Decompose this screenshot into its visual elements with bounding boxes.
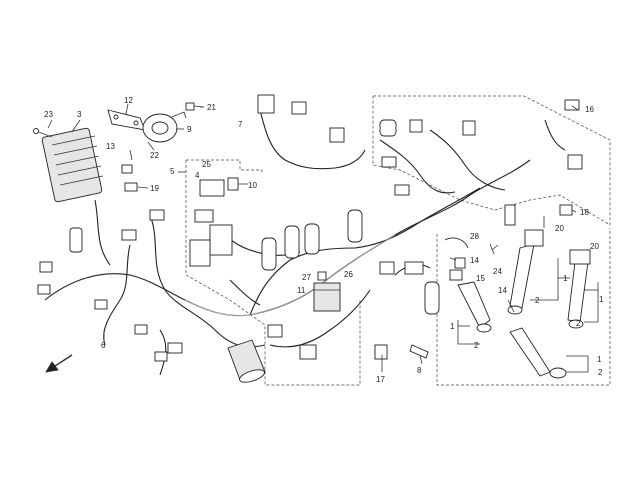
relay-box-25 bbox=[189, 177, 239, 267]
callout-9: 9 bbox=[187, 125, 192, 134]
callout-3: 3 bbox=[77, 110, 82, 119]
main-wire-harness bbox=[44, 109, 566, 376]
callout-28: 28 bbox=[470, 232, 479, 241]
callout-23: 23 bbox=[44, 110, 53, 119]
regulator-rectifier bbox=[41, 127, 104, 203]
callout-8: 8 bbox=[417, 366, 422, 375]
callout-20-right: 20 bbox=[590, 242, 599, 251]
leader-lines bbox=[47, 103, 599, 373]
callout-4: 4 bbox=[195, 171, 200, 180]
ignition-coils-center bbox=[261, 209, 440, 315]
callout-6: 6 bbox=[101, 341, 106, 350]
callout-17: 17 bbox=[376, 375, 385, 384]
callout-labels: 23 3 12 21 9 22 13 19 7 25 4 5 10 16 18 … bbox=[44, 96, 604, 384]
callout-1-coil-d: 1 bbox=[597, 355, 602, 364]
callout-2-coil-b: 2 bbox=[576, 319, 581, 328]
callout-12: 12 bbox=[124, 96, 133, 105]
clamp-28-14-15 bbox=[444, 237, 495, 281]
callout-27: 27 bbox=[302, 273, 311, 282]
callout-2-coil-d: 2 bbox=[598, 368, 603, 377]
lower-connectors bbox=[267, 261, 424, 360]
callout-22: 22 bbox=[150, 151, 159, 160]
callout-14-lower: 14 bbox=[498, 286, 507, 295]
module-11 bbox=[313, 282, 341, 312]
clip-13-19 bbox=[121, 149, 138, 192]
starter-relay-cylinder bbox=[227, 339, 266, 383]
callout-19: 19 bbox=[150, 184, 159, 193]
callout-2-coil-c: 2 bbox=[474, 341, 479, 350]
callout-2-coil-a: 2 bbox=[535, 296, 540, 305]
callout-18: 18 bbox=[580, 208, 589, 217]
callout-15: 15 bbox=[476, 274, 485, 283]
callout-5: 5 bbox=[170, 167, 175, 176]
callout-7: 7 bbox=[238, 120, 243, 129]
callout-26: 26 bbox=[344, 270, 353, 279]
callout-21: 21 bbox=[207, 103, 216, 112]
stick-coils-right bbox=[457, 229, 591, 379]
callout-1-coil-a: 1 bbox=[563, 274, 568, 283]
callout-1-coil-b: 1 bbox=[599, 295, 604, 304]
upper-connectors bbox=[257, 94, 583, 226]
callout-10: 10 bbox=[248, 181, 257, 190]
callout-24: 24 bbox=[493, 267, 502, 276]
plug-cap-8 bbox=[409, 344, 429, 359]
callout-14-upper: 14 bbox=[470, 256, 479, 265]
callout-1-coil-c: 1 bbox=[450, 322, 455, 331]
callout-20-upper: 20 bbox=[555, 224, 564, 233]
bolt-21 bbox=[185, 102, 205, 111]
fuse-connectors bbox=[37, 209, 183, 362]
bolt-23 bbox=[33, 128, 53, 138]
callout-16: 16 bbox=[585, 105, 594, 114]
callout-13: 13 bbox=[106, 142, 115, 151]
arrow-down-left-icon bbox=[45, 354, 73, 373]
callout-11: 11 bbox=[297, 286, 306, 295]
horn-9 bbox=[142, 111, 187, 143]
callout-25: 25 bbox=[202, 160, 211, 169]
